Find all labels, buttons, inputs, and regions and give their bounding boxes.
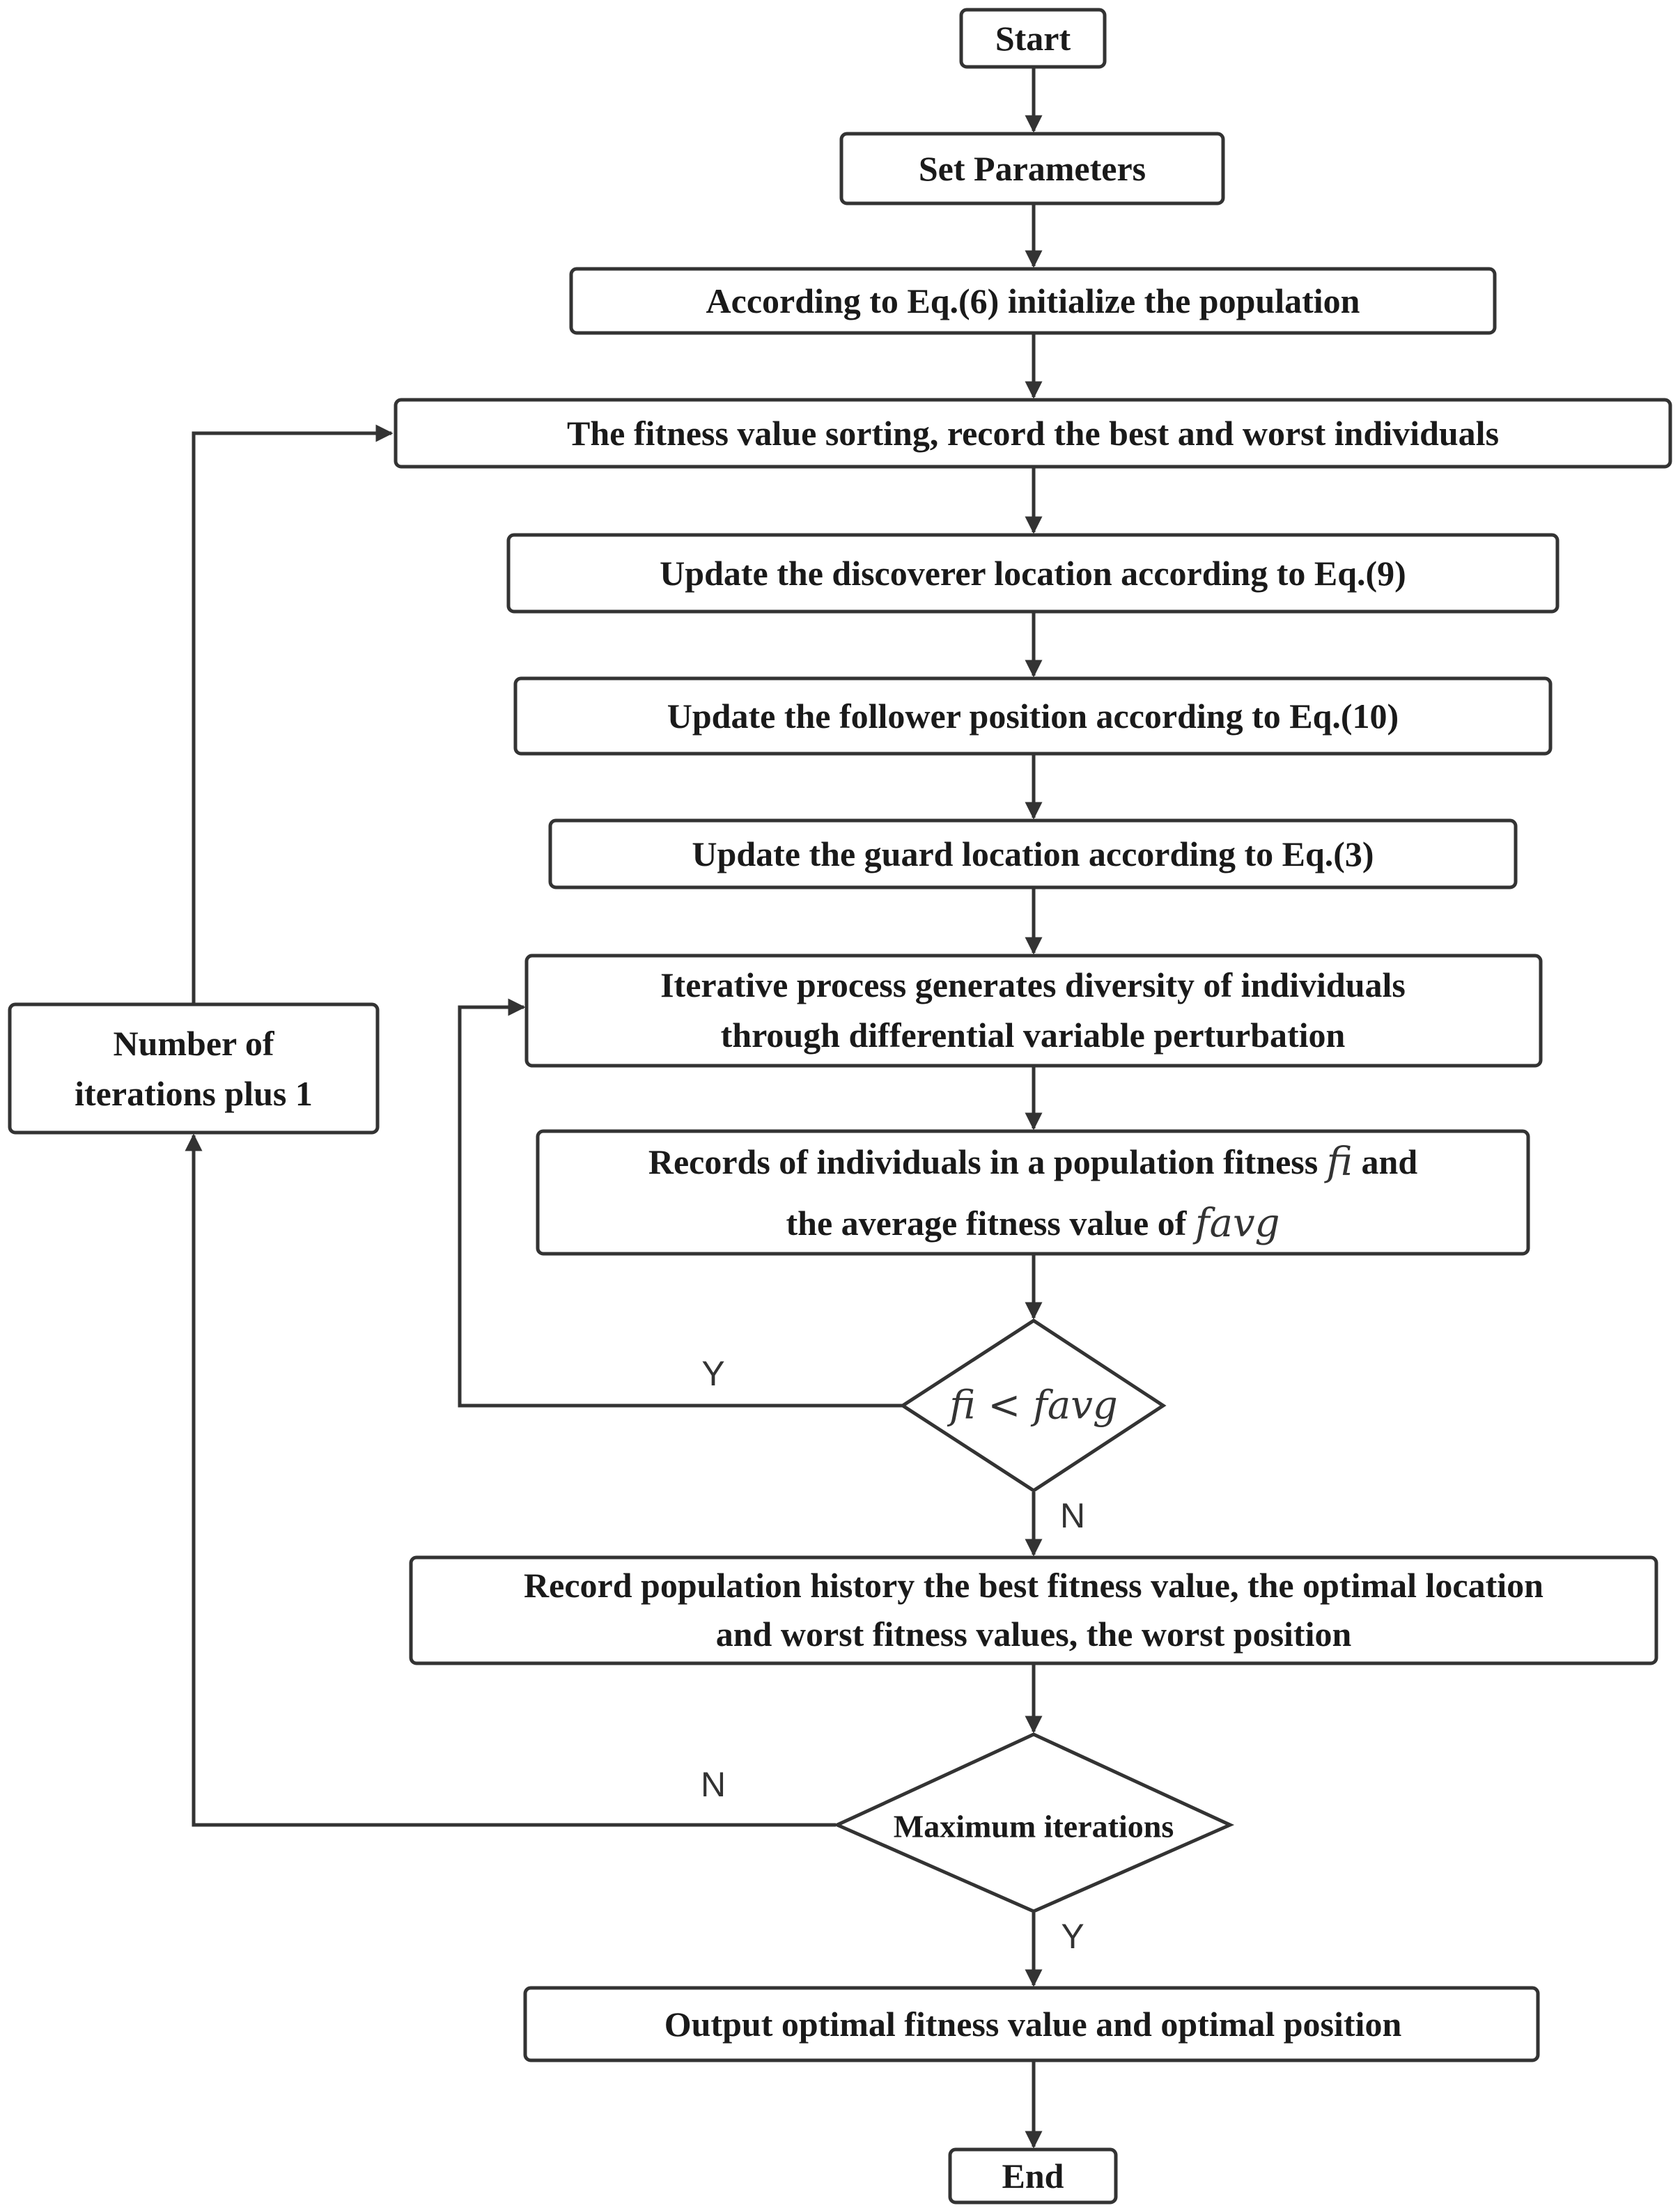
records-line-1-end: and [1353, 1142, 1417, 1181]
fitness-sort-node: The fitness value sorting, record the be… [394, 398, 1672, 469]
connectors [185, 67, 1043, 2149]
records-line-2-text: the average fitness value of [786, 1204, 1195, 1243]
decision-max-label: Maximum iterations [894, 1809, 1174, 1844]
fitness-sort-label: The fitness value sorting, record the be… [567, 414, 1499, 453]
decision-fi-less-favg: fi < favg [899, 1319, 1167, 1493]
iterative-process-node: Iterative process generates diversity of… [524, 954, 1543, 1068]
decision-fi-label: fi < favg [947, 1383, 1117, 1429]
end-node: End [948, 2147, 1118, 2205]
record-history-node: Record population history the best fitne… [409, 1555, 1658, 1665]
update-follower-label: Update the follower position according t… [667, 697, 1399, 736]
iterative-line-2: through differential variable perturbati… [721, 1016, 1346, 1055]
edge-label-fi-yes: Y [701, 1354, 724, 1393]
records-line-2: the average fitness value of favg [786, 1201, 1280, 1246]
update-discoverer-node: Update the discoverer location according… [506, 533, 1560, 614]
records-line-1-text: Records of individuals in a population f… [648, 1142, 1327, 1181]
records-fitness-node: Records of individuals in a population f… [536, 1129, 1530, 1256]
output-node: Output optimal fitness value and optimal… [523, 1986, 1540, 2062]
record-history-line-1: Record population history the best fitne… [524, 1566, 1543, 1605]
start-label: Start [995, 19, 1071, 58]
end-label: End [1002, 2156, 1064, 2195]
edge-label-fi-no: N [1060, 1496, 1085, 1535]
update-follower-node: Update the follower position according t… [513, 676, 1553, 756]
output-label: Output optimal fitness value and optimal… [664, 2005, 1402, 2044]
start-node: Start [959, 8, 1107, 69]
init-population-label: According to Eq.(6) initialize the popul… [706, 281, 1360, 320]
update-guard-node: Update the guard location according to E… [548, 818, 1518, 889]
arrow-decision-yes-loop [458, 998, 903, 1408]
arrow-max-no-to-iterplus [185, 1133, 836, 1827]
record-history-line-2: and worst fitness values, the worst posi… [716, 1615, 1352, 1654]
init-population-node: According to Eq.(6) initialize the popul… [569, 267, 1497, 335]
records-line-1: Records of individuals in a population f… [648, 1140, 1417, 1185]
iter-plus-line-2: iterations plus 1 [75, 1074, 313, 1113]
edge-label-max-yes: Y [1061, 1917, 1084, 1956]
set-parameters-label: Set Parameters [919, 149, 1146, 188]
arrow-iterplus-to-sort [192, 424, 394, 1003]
set-parameters-node: Set Parameters [839, 132, 1225, 205]
update-guard-label: Update the guard location according to E… [692, 834, 1374, 873]
iterations-plus-one-node: Number of iterations plus 1 [8, 1002, 380, 1135]
records-fi-symbol: fi [1324, 1140, 1353, 1185]
edge-label-max-no: N [701, 1765, 726, 1804]
iterative-line-1: Iterative process generates diversity of… [660, 965, 1406, 1004]
decision-max-iterations: Maximum iterations [832, 1732, 1235, 1913]
update-discoverer-label: Update the discoverer location according… [660, 554, 1406, 593]
iter-plus-line-1: Number of [113, 1024, 274, 1063]
records-favg-symbol: favg [1192, 1201, 1280, 1246]
